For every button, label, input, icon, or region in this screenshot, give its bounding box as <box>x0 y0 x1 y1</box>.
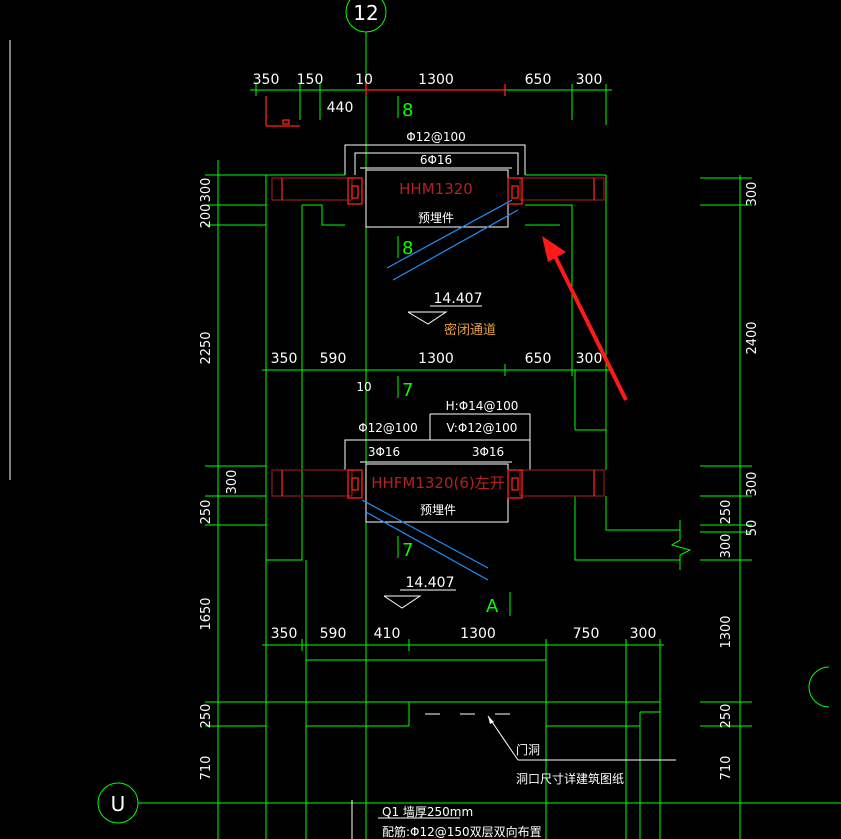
dim-row2-590: 590 <box>320 351 347 367</box>
rdim-300b: 300 <box>745 472 760 497</box>
ldim-200: 200 <box>199 204 214 229</box>
dim-top-440: 440 <box>327 100 354 116</box>
label-8-mid: 8 <box>402 238 413 259</box>
ldim-300: 300 <box>199 178 214 203</box>
ldim-250: 250 <box>199 500 214 525</box>
dim-row3-300: 300 <box>630 626 657 642</box>
ldim-300b: 300 <box>225 470 240 495</box>
section-mark-a-label: A <box>486 596 499 617</box>
red-arrow-annotation <box>542 236 628 401</box>
lower-elevation-mark: 14.407 <box>383 575 456 609</box>
wall-note-leader <box>351 800 460 839</box>
grid-axis-12-label: 12 <box>353 1 378 25</box>
dim-row3-590: 590 <box>320 626 347 642</box>
note-door-opening-detail: 洞口尺寸详建筑图纸 <box>516 771 624 786</box>
dimension-row-top: 350 150 10 1300 650 300 440 <box>250 72 612 125</box>
lower-door-frame <box>271 413 605 581</box>
rdim-1300: 1300 <box>719 615 734 648</box>
lower-door-code: HHFM1320(6)左开 <box>371 474 505 492</box>
note-wall: Q1 墙厚250mm <box>382 805 473 819</box>
upper-elevation: 14.407 <box>434 291 483 307</box>
lower-rebar-h: H:Φ14@100 <box>446 399 519 413</box>
grid-axis-u: U <box>97 782 841 824</box>
section-line-8-top: 8 <box>397 96 413 121</box>
red-marker-box <box>265 96 300 127</box>
dim-row2-10: 10 <box>356 380 371 394</box>
dim-top-650: 650 <box>525 72 552 88</box>
note-door-opening: 门洞 <box>516 742 540 757</box>
dim-top-1300: 1300 <box>418 72 454 88</box>
dim-row2-1300: 1300 <box>418 351 454 367</box>
lower-rebar-v: V:Φ12@100 <box>447 421 518 435</box>
dim-row2-350: 350 <box>271 351 298 367</box>
lower-embed-label: 预埋件 <box>420 503 456 517</box>
grid-axis-12: 12 <box>345 0 387 839</box>
rdim-250b: 250 <box>719 704 734 729</box>
upper-passage: 密闭通道 <box>444 322 496 338</box>
ldim-2250: 2250 <box>199 331 214 364</box>
dim-top-10: 10 <box>355 72 373 88</box>
rdim-2400: 2400 <box>745 321 760 354</box>
section-line-7-top: 7 <box>397 376 413 401</box>
lower-rebar-left: Φ12@100 <box>358 421 418 435</box>
dim-row3-750: 750 <box>573 626 600 642</box>
dim-row3-410: 410 <box>374 626 401 642</box>
upper-rebar-top: Φ12@100 <box>406 130 466 144</box>
ldim-1650: 1650 <box>199 597 214 630</box>
label-7-mid: 7 <box>402 540 413 561</box>
rdim-250: 250 <box>719 500 734 525</box>
rdim-300: 300 <box>745 182 760 207</box>
right-vertical-dimensions: 300 2400 300 250 50 300 1300 250 710 <box>700 175 760 839</box>
lower-elevation: 14.407 <box>406 575 455 591</box>
rdim-50: 50 <box>745 520 760 537</box>
section-mark-a: A <box>486 592 511 617</box>
note-wall-rebar: 配筋:Φ12@150双层双向布置 <box>382 824 542 839</box>
ldim-710: 710 <box>199 756 214 781</box>
grid-axis-u-label: U <box>111 792 126 816</box>
grid-axis-partial-right <box>808 666 830 708</box>
door-opening-leader <box>487 715 676 761</box>
ldim-250b: 250 <box>199 704 214 729</box>
upper-elevation-mark: 14.407 密闭通道 <box>407 291 496 338</box>
upper-rebar-main: 6Φ16 <box>420 153 452 167</box>
upper-door-code: HHM1320 <box>399 180 473 198</box>
rdim-710: 710 <box>719 756 734 781</box>
dim-row2-300: 300 <box>576 351 603 367</box>
dimension-row-3: 350 590 410 1300 750 300 <box>262 626 664 661</box>
left-vertical-dimensions: 300 200 2250 300 250 1650 250 710 <box>199 160 266 839</box>
upper-door-frame <box>271 144 605 281</box>
dim-row2-650: 650 <box>525 351 552 367</box>
dim-top-300: 300 <box>576 72 603 88</box>
section-line-8-mid: 8 <box>397 236 413 259</box>
dim-top-350: 350 <box>253 72 280 88</box>
dim-top-150: 150 <box>297 72 324 88</box>
upper-embed-label: 预埋件 <box>418 211 454 225</box>
lower-rebar-r-main: 3Φ16 <box>472 445 504 459</box>
section-line-7-mid: 7 <box>397 536 413 561</box>
lower-rebar-l-main: 3Φ16 <box>368 445 400 459</box>
rdim-300c: 300 <box>719 534 734 559</box>
dim-row3-350: 350 <box>271 626 298 642</box>
dimension-row-2: 350 590 1300 650 300 10 <box>262 351 610 394</box>
wall-outlines <box>265 174 692 839</box>
dim-row3-1300: 1300 <box>460 626 496 642</box>
label-8-top: 8 <box>402 100 413 121</box>
label-7-top: 7 <box>402 380 413 401</box>
